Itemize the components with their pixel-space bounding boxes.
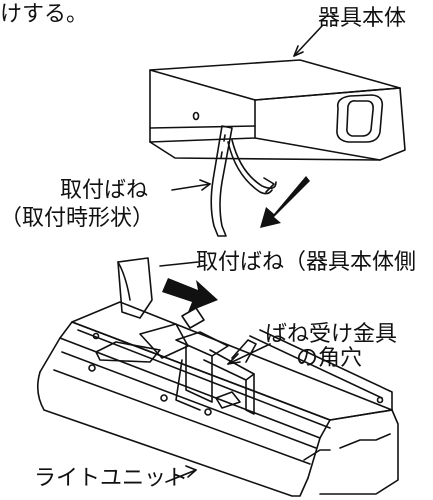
- light-unit-illustration: [36, 257, 399, 497]
- label-spring-shape: （取付時形状）: [0, 206, 155, 231]
- mounting-spring-top: [210, 125, 277, 237]
- label-light-unit: ライトユニット: [34, 466, 189, 491]
- label-mounting-spring: 取付ばね: [60, 178, 149, 203]
- fixture-body-illustration: [149, 59, 406, 161]
- label-fixture-body: 器具本体: [318, 6, 407, 31]
- right-arrow-icon: [162, 278, 218, 312]
- label-receiver-hole-line1: ばね受け金具: [265, 322, 398, 347]
- label-spring-body-side: 取付ばね（器具本体側: [196, 250, 417, 275]
- down-arrow-icon: [260, 176, 310, 228]
- label-receiver-hole-line2: の角穴: [296, 346, 363, 371]
- top-text: けする。: [0, 2, 89, 27]
